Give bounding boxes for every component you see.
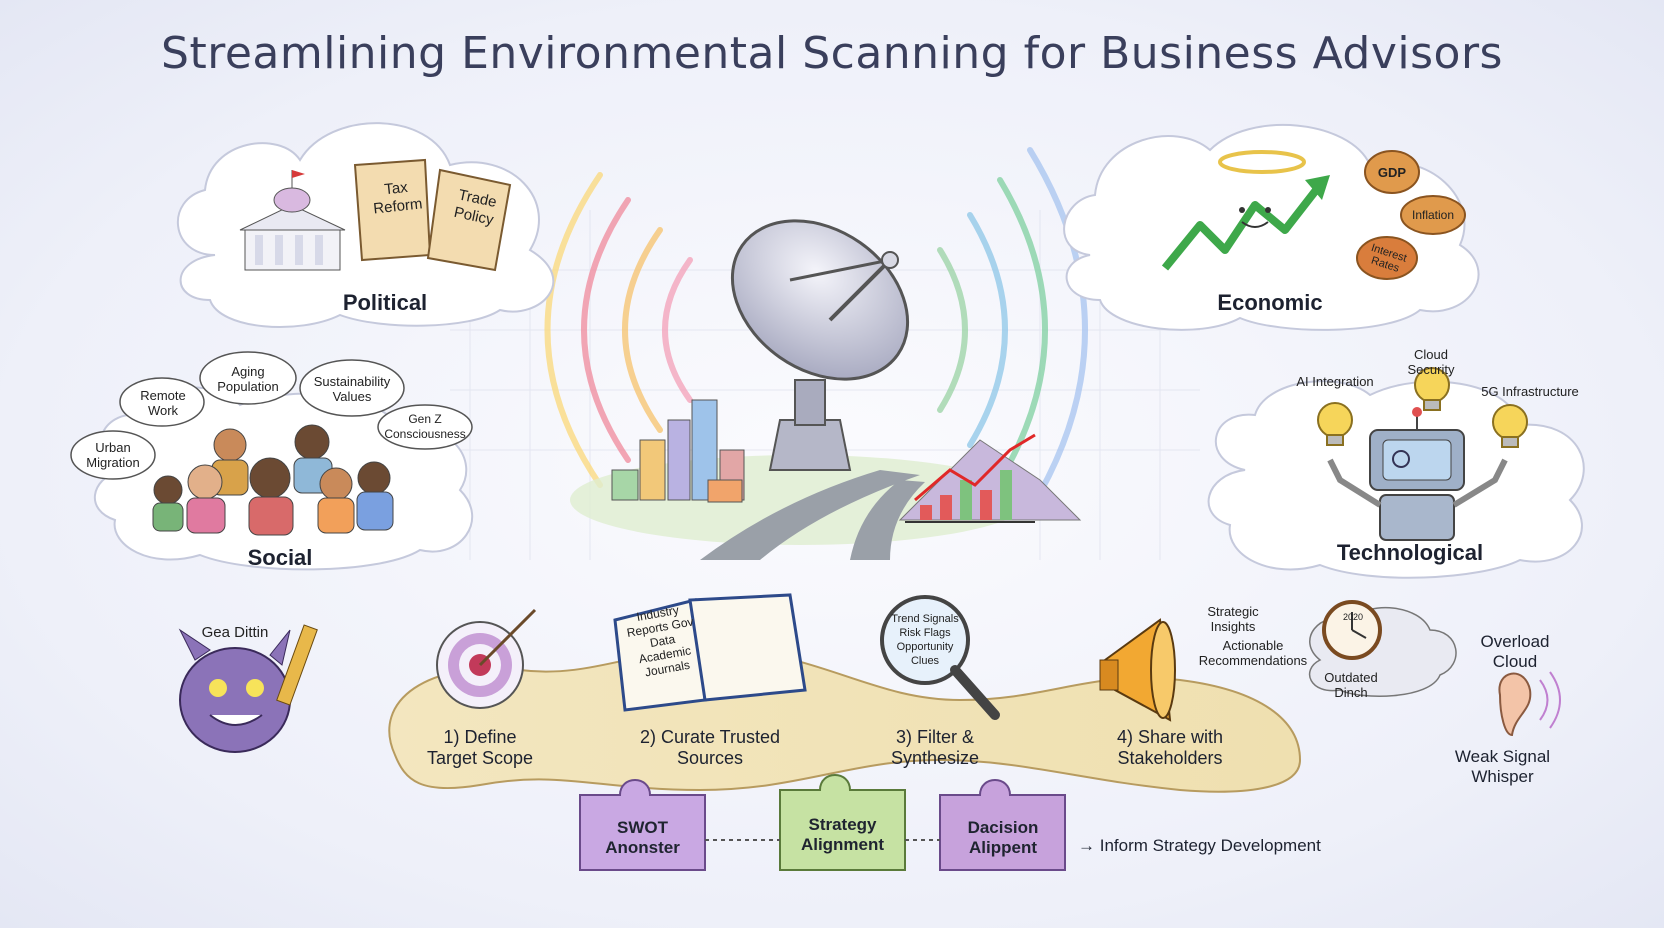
political-label: Political xyxy=(342,290,428,315)
step-2-label: 2) Curate Trusted Sources xyxy=(639,727,781,768)
actionable-recommendations-note: Actionable Recommendations xyxy=(1198,638,1308,668)
decision-puzzle-label: Dacision Alippent xyxy=(967,818,1039,857)
monster-label: Gea Dittin xyxy=(201,624,269,641)
puzzle-pieces xyxy=(579,774,1066,871)
gdp-coin-icon xyxy=(1364,150,1420,194)
inflation-coin-text: Inflation xyxy=(1411,208,1455,222)
thought-bubbles xyxy=(70,351,473,480)
satellite-dish-icon xyxy=(730,219,910,471)
step-1-label: 1) Define Target Scope xyxy=(426,727,534,768)
strategy-puzzle-piece xyxy=(779,774,906,871)
economic-label: Economic xyxy=(1217,290,1323,315)
5g-infrastructure-text: 5G Infrastructure xyxy=(1481,384,1579,399)
capitol-building-icon xyxy=(239,170,346,271)
gdp-coin-text: GDP xyxy=(1377,165,1407,180)
page-title: Streamlining Environmental Scanning for … xyxy=(161,28,1503,79)
book-sources-text: Industry Reports Gov Data Academic Journ… xyxy=(625,602,695,680)
magnifying-glass-icon xyxy=(880,595,1000,720)
outcome-label: → Inform Strategy Development xyxy=(1078,836,1321,855)
aging-population-bubble: Aging Population xyxy=(217,364,279,394)
interest-rates-coin-icon xyxy=(1356,236,1418,280)
central-scene xyxy=(570,219,1082,560)
social-label: Social xyxy=(247,545,313,570)
halo-icon xyxy=(1218,150,1306,174)
political-cloud xyxy=(177,122,555,328)
swot-puzzle-piece xyxy=(579,779,706,871)
tax-reform-text: Tax Reform xyxy=(372,178,424,218)
inflation-coin-icon xyxy=(1400,195,1466,235)
trend-up-icon xyxy=(1161,182,1324,271)
cloud-security-text: Cloud Security xyxy=(1407,347,1455,377)
step-3-label: 3) Filter & Synthesize xyxy=(890,727,980,768)
overload-cloud-icon xyxy=(1308,600,1457,697)
step-4-label: 4) Share with Stakeholders xyxy=(1116,727,1224,768)
robot-icon xyxy=(1327,407,1508,541)
ear-icon xyxy=(1498,671,1561,737)
outdated-label: Outdated Dinch xyxy=(1324,670,1378,700)
weak-signal-label: Weak Signal Whisper xyxy=(1454,747,1551,786)
monster-icon xyxy=(178,624,318,753)
strategy-puzzle-label: Strategy Alignment xyxy=(800,815,885,854)
ai-integration-text: AI Integration xyxy=(1296,374,1374,389)
signal-arcs xyxy=(544,147,1088,513)
decision-puzzle-piece xyxy=(939,779,1066,871)
clock-year-text: 2020 xyxy=(1342,612,1364,622)
overload-cloud-label: Overload Cloud xyxy=(1480,632,1550,671)
social-cloud xyxy=(70,351,474,571)
gen-z-bubble: Gen Z Consciousness xyxy=(384,412,466,441)
swot-puzzle-label: SWOT Anonster xyxy=(605,818,680,857)
technological-label: Technological xyxy=(1336,540,1484,565)
remote-work-bubble: Remote Work xyxy=(140,388,186,418)
lightbulb-icons xyxy=(1317,367,1528,448)
megaphone-icon xyxy=(1099,618,1176,722)
open-book-icon xyxy=(613,593,807,712)
sustainability-values-bubble: Sustainability Values xyxy=(313,374,391,404)
economic-cloud xyxy=(1063,124,1480,331)
lens-signals-text: Trend Signals Risk Flags Opportunity Clu… xyxy=(891,613,959,667)
technological-cloud xyxy=(1207,367,1585,579)
city-icon xyxy=(611,399,745,503)
target-icon xyxy=(436,608,537,709)
trade-policy-scroll-icon xyxy=(426,168,512,272)
process-path xyxy=(388,593,1302,793)
strategic-insights-note: Strategic Insights xyxy=(1207,604,1259,634)
people-group-icon xyxy=(152,424,394,536)
growth-chart-icon xyxy=(898,433,1082,523)
urban-migration-bubble: Urban Migration xyxy=(86,440,140,470)
